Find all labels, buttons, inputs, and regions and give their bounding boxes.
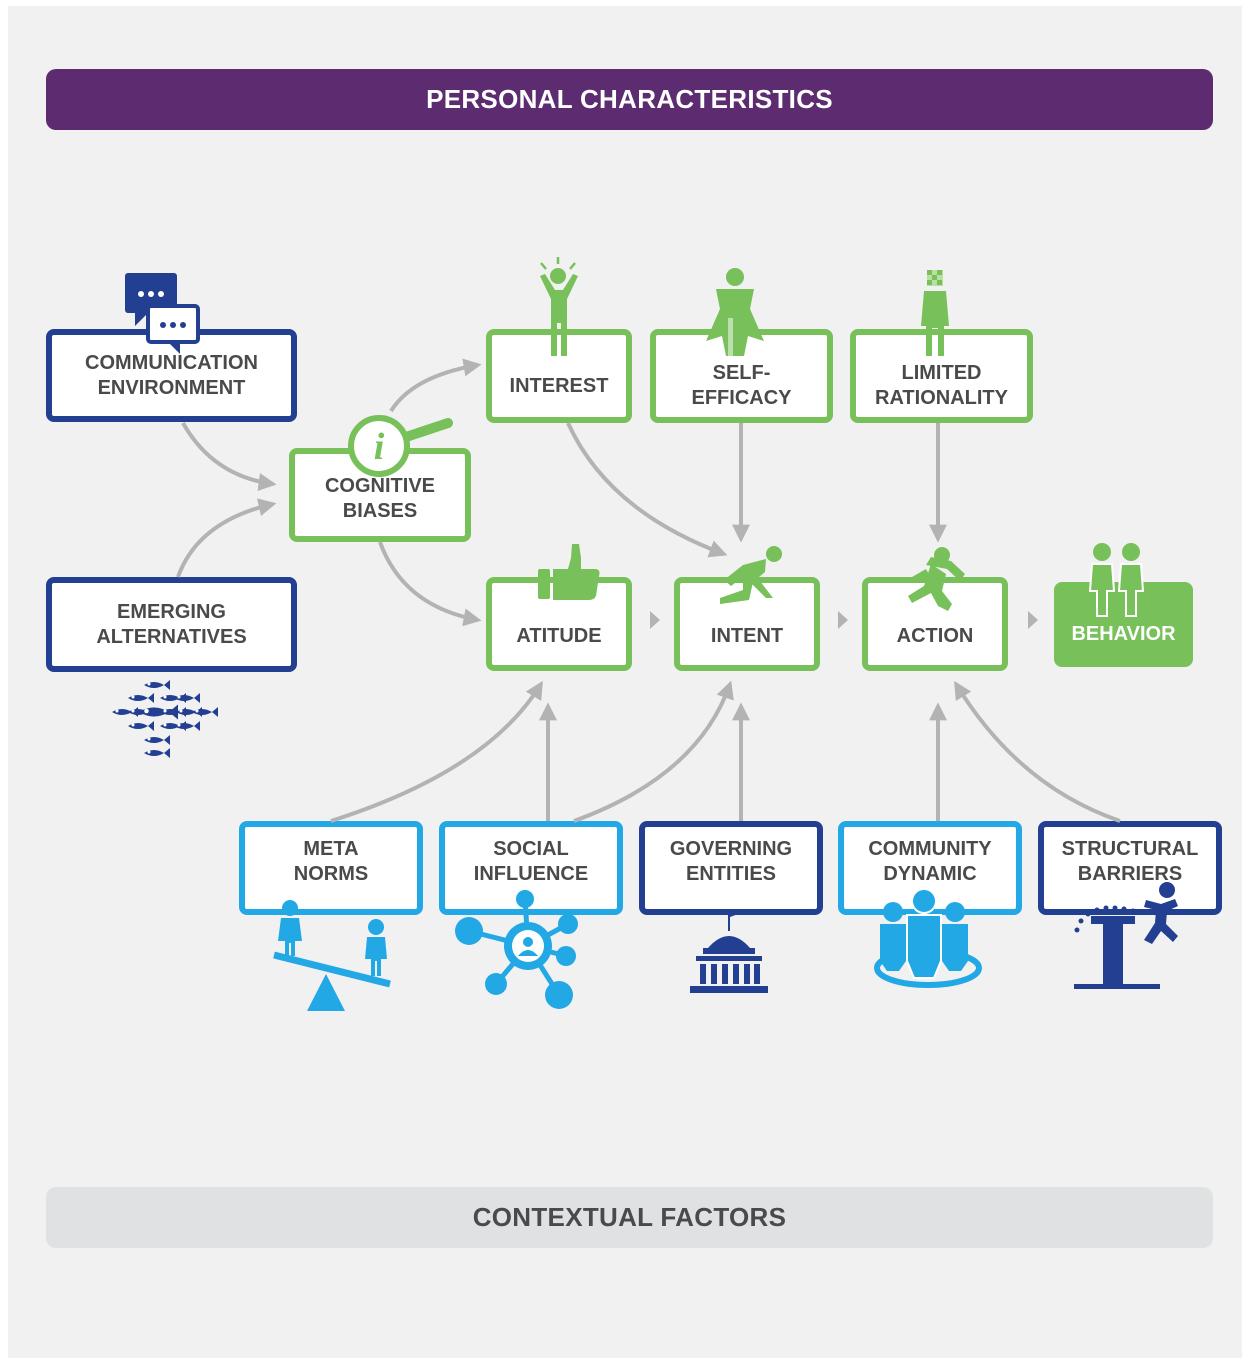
fish-eye (147, 737, 151, 741)
seesaw-icon (273, 900, 391, 1011)
arrow-social-to-intent (573, 680, 734, 823)
governing-entities-box: GOVERNING ENTITIES (639, 821, 823, 915)
fish-eye (195, 709, 199, 713)
fish-shape (192, 707, 218, 717)
fish-shape (128, 693, 154, 703)
info-magnifier-icon: i (348, 415, 453, 477)
fish-eye (131, 723, 135, 727)
fish-shape (160, 707, 186, 717)
fish-shape (174, 721, 200, 731)
contextual-factors-banner: CONTEXTUAL FACTORS (46, 1187, 1213, 1248)
chat-bubbles-icon (125, 273, 200, 354)
emerging-alternatives-box: EMERGING ALTERNATIVES (46, 577, 297, 672)
fish-eye (147, 682, 151, 686)
chevron-attitude-intent (650, 611, 660, 629)
running-person-icon (908, 547, 965, 611)
community-dynamic-box: COMMUNITY DYNAMIC (838, 821, 1022, 915)
arrow-biases-to-attitude (378, 541, 482, 627)
group-circle-icon (874, 888, 982, 988)
excited-person-icon (540, 257, 578, 356)
fish-shape (112, 707, 138, 717)
fish-school-icon (112, 680, 218, 758)
fish-eye (177, 723, 181, 727)
arrow-metanorms-to-attitude (330, 680, 543, 823)
community-dynamic-label: COMMUNITY DYNAMIC (868, 838, 992, 885)
personal-characteristics-banner: PERSONAL CHARACTERISTICS (46, 69, 1213, 130)
fish-shape (139, 704, 178, 720)
fish-shape (144, 680, 170, 690)
fish-eye (163, 709, 167, 713)
arrow-barriers-to-action (954, 680, 1121, 823)
intent-label: INTENT (710, 625, 784, 647)
barrier-jump-icon (1074, 882, 1178, 989)
fish-eye (163, 695, 167, 699)
attitude-label: ATITUDE (516, 625, 602, 647)
fish-shape (176, 707, 202, 717)
arrow-communication-to-biases (181, 422, 277, 492)
crouching-runner-icon (720, 546, 782, 604)
structural-barriers-box: STRUCTURAL BARRIERS (1038, 821, 1222, 915)
fish-shape (128, 721, 154, 731)
fish-eye (131, 695, 135, 699)
thumbs-up-icon (538, 544, 600, 600)
cognitive-biases-label: COGNITIVE BIASES (324, 475, 435, 522)
fish-eye (115, 709, 119, 713)
interest-box: INTEREST (486, 329, 632, 423)
arrow-biases-to-interest (389, 358, 482, 413)
connector-arrows (176, 358, 1121, 823)
fish-eye (179, 709, 183, 713)
interest-label: INTEREST (509, 375, 609, 397)
capitol-building-icon (690, 909, 768, 993)
meta-norms-label: META NORMS (293, 838, 369, 885)
fish-shape (160, 721, 186, 731)
arrow-interest-to-intent (566, 422, 728, 558)
person-pixel-head-icon (921, 270, 949, 356)
behavior-box: BEHAVIOR (1054, 582, 1193, 667)
fish-shape (160, 693, 186, 703)
superhero-icon (706, 268, 764, 356)
social-influence-label: SOCIAL INFLUENCE (473, 838, 589, 885)
fish-eye (177, 695, 181, 699)
chevron-intent-action (838, 611, 848, 629)
fish-shape (174, 693, 200, 703)
communication-environment-label: COMMUNICATION ENVIRONMENT (85, 351, 258, 399)
emerging-alternatives-label: EMERGING ALTERNATIVES (96, 600, 247, 648)
self-efficacy-label: SELF- EFFICACY (691, 362, 792, 409)
structural-barriers-label: STRUCTURAL BARRIERS (1061, 838, 1199, 885)
action-label: ACTION (896, 625, 974, 647)
fish-eye (163, 723, 167, 727)
fish-eye (147, 750, 151, 754)
network-icon (455, 890, 578, 1009)
arrow-emerging-to-biases (176, 498, 277, 578)
two-people-icon (1088, 543, 1145, 617)
svg-text:i: i (374, 426, 385, 468)
limited-rationality-label: LIMITED RATIONALITY (875, 362, 1008, 409)
meta-norms-box: META NORMS (239, 821, 423, 915)
governing-entities-label: GOVERNING ENTITIES (669, 838, 793, 885)
connectors-and-icons: i (112, 257, 1178, 1011)
fish-shape (144, 748, 170, 758)
fish-shape (144, 735, 170, 745)
flow-chevrons (650, 611, 1038, 629)
fish-eye (144, 708, 149, 714)
diagram-canvas: PERSONAL CHARACTERISTICS CONTEXTUAL FACT… (8, 6, 1242, 1358)
fish-eye (131, 709, 135, 713)
chevron-action-behavior (1028, 611, 1038, 629)
behavior-label: BEHAVIOR (1071, 623, 1176, 645)
